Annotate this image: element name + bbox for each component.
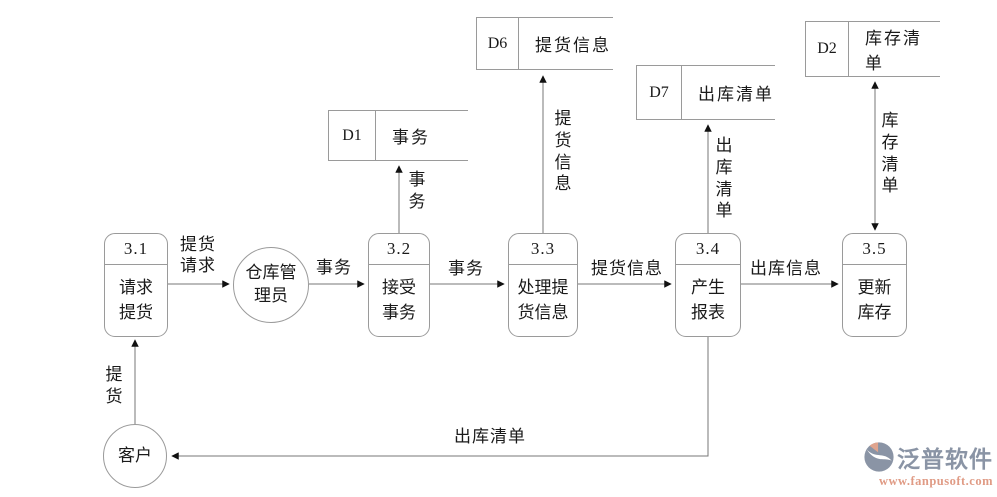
process-number: 3.3 (509, 234, 577, 265)
process-number: 3.4 (676, 234, 740, 265)
datastore-d1: D1 事务 (328, 110, 468, 161)
datastore-id: D1 (329, 111, 376, 160)
flow-label-outbound-list-bottom: 出库清单 (454, 427, 526, 446)
datastore-name: 库存清单 (865, 29, 922, 73)
datastore-id: D6 (477, 18, 519, 69)
process-3-3: 3.3 处理提 货信息 (508, 233, 578, 337)
process-3-5: 3.5 更新 库存 (842, 233, 907, 337)
datastore-id: D2 (806, 22, 849, 76)
vendor-watermark: 泛普软件 www.fanpusoft.com (843, 440, 993, 489)
process-name: 更新 库存 (857, 277, 892, 322)
process-3-4: 3.4 产生 报表 (675, 233, 741, 337)
datastore-name: 事务 (392, 128, 430, 147)
process-number: 3.1 (105, 234, 167, 265)
datastore-id: D7 (637, 66, 682, 119)
process-3-2: 3.2 接受 事务 (368, 233, 430, 337)
flow-label-pickup-request: 提货 请求 (180, 235, 216, 276)
vendor-brand-name: 泛普软件 (897, 446, 993, 472)
flow-label-pickup-info-mid: 提货信息 (591, 259, 663, 278)
process-name: 处理提 货信息 (517, 277, 569, 322)
fanpu-logo-icon (864, 442, 894, 472)
process-number: 3.5 (843, 234, 906, 265)
vendor-url: www.fanpusoft.com (878, 474, 993, 488)
flow-label-pickup-vert: 提 货 (105, 365, 123, 406)
process-3-1: 3.1 请求 提货 (104, 233, 168, 337)
datastore-d6: D6 提货信息 (476, 17, 613, 70)
flow-label-outbound-info: 出库信息 (750, 259, 822, 278)
flow-label-transaction-mid: 事务 (448, 259, 484, 278)
external-customer: 客户 (103, 424, 167, 488)
datastore-name: 提货信息 (535, 36, 611, 55)
process-number: 3.2 (369, 234, 429, 265)
datastore-d2: D2 库存清单 (805, 21, 940, 77)
flow-label-transaction-up: 事 务 (408, 170, 426, 211)
process-name: 产生 报表 (691, 277, 725, 322)
datastore-d7: D7 出库清单 (636, 65, 775, 120)
process-name: 接受 事务 (382, 277, 416, 322)
flow-label-transaction-in: 事务 (316, 258, 352, 277)
flow-label-pickup-info-up: 提 货 信 息 (554, 109, 572, 194)
external-warehouse-manager: 仓库管 理员 (233, 247, 309, 323)
datastore-name: 出库清单 (698, 85, 774, 104)
flow-label-outbound-list-up: 出 库 清 单 (715, 136, 733, 221)
process-name: 请求 提货 (119, 277, 153, 322)
flow-label-inventory-list: 库 存 清 单 (881, 111, 899, 196)
